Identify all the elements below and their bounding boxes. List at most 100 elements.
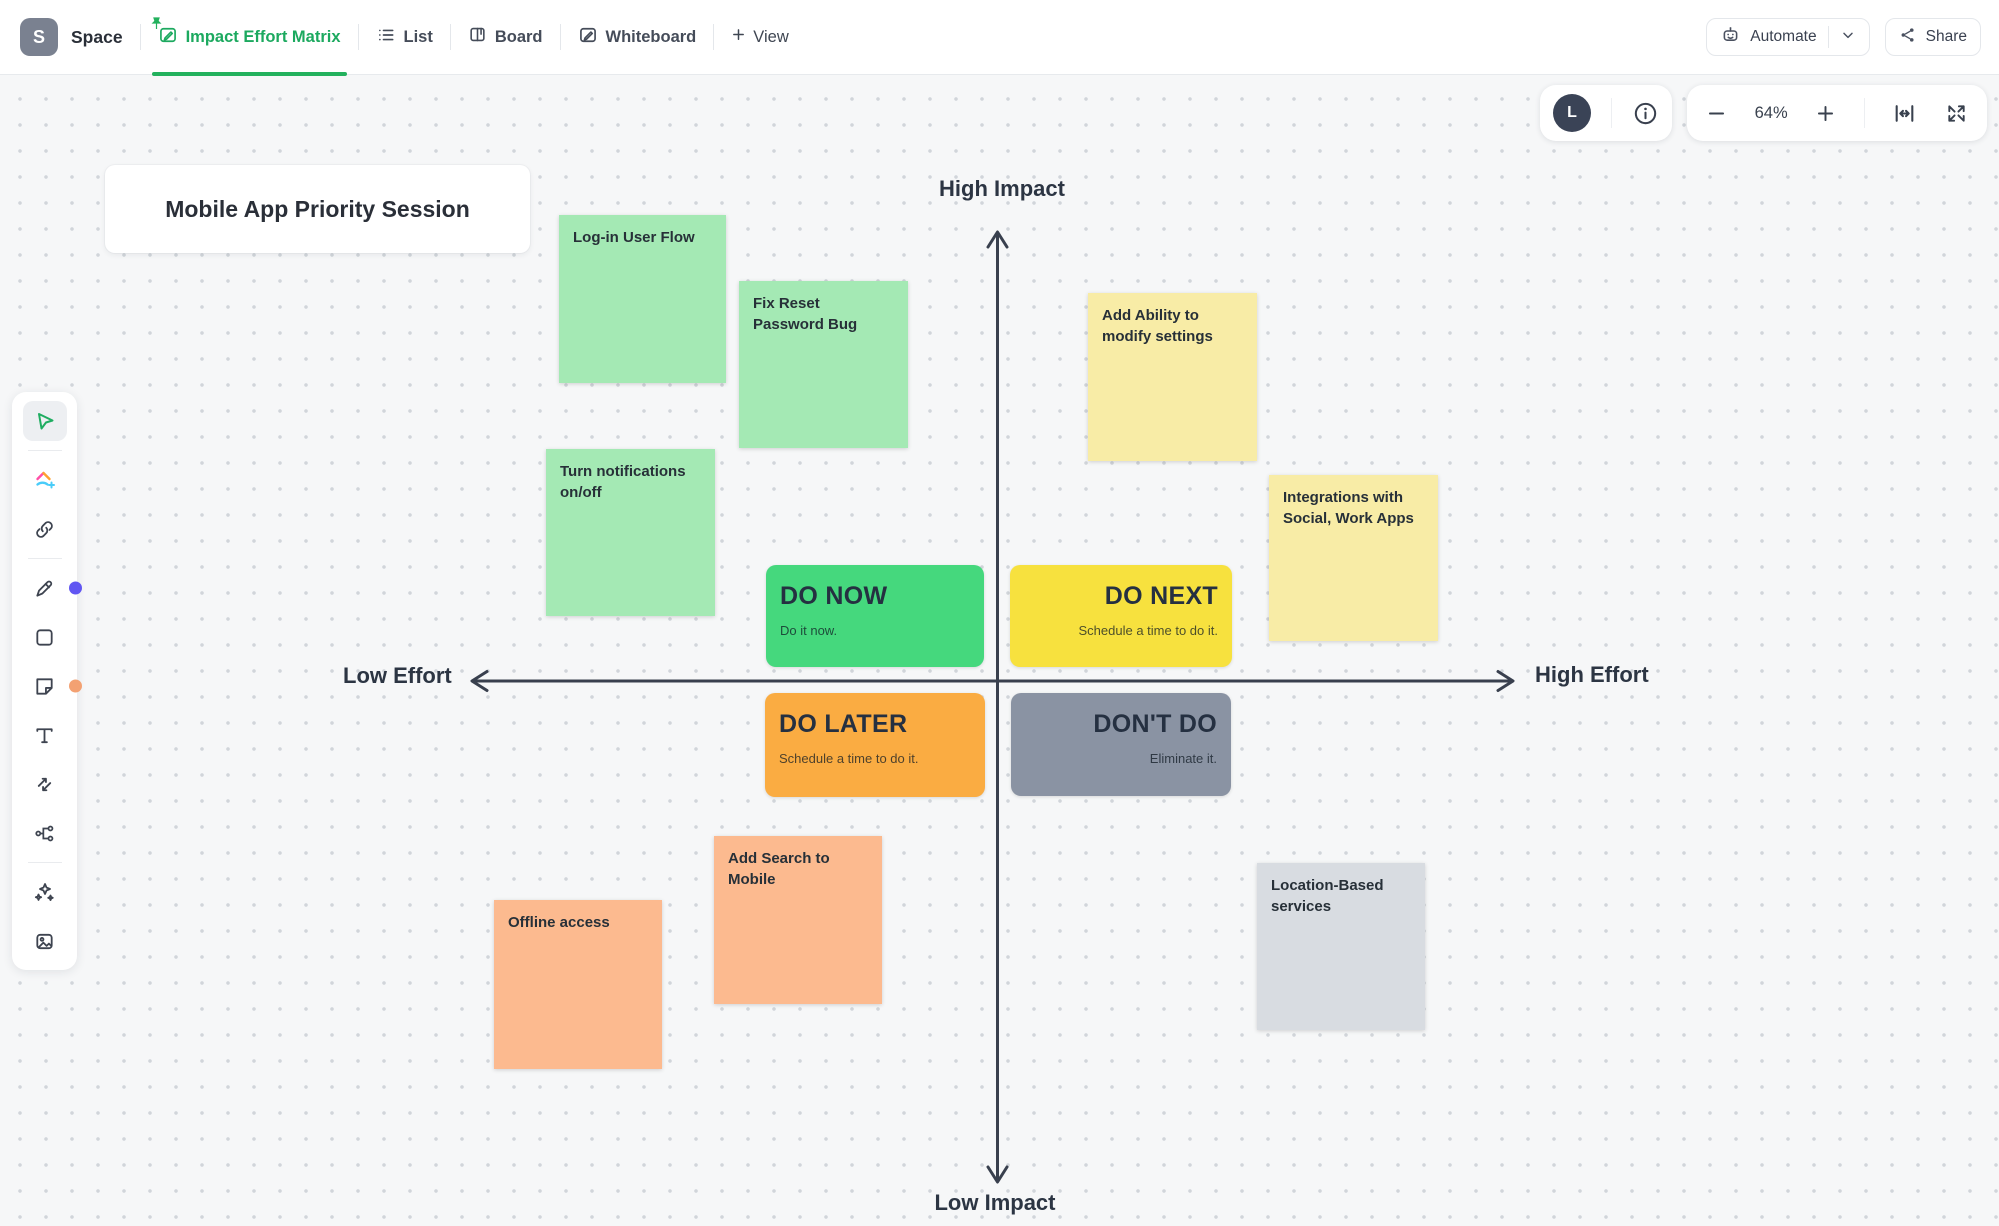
divider (559, 24, 561, 50)
workspace-avatar[interactable]: S (20, 18, 58, 56)
sticky-note-text: Location-Based services (1271, 877, 1384, 915)
sticky-note-add-search-to-mobile[interactable]: Add Search to Mobile (714, 836, 882, 1004)
link-tool[interactable] (23, 509, 67, 549)
sticky-note-text: Add Ability to modify settings (1102, 307, 1213, 345)
axis-label-high-impact[interactable]: High Impact (939, 176, 1065, 201)
zoom-out-button[interactable] (1706, 103, 1727, 124)
ai-tool[interactable] (23, 872, 67, 912)
sticky-note-text: Offline access (508, 914, 610, 931)
top-bar: S Space Impact Effort Matrix List (0, 0, 1999, 76)
share-icon (1899, 26, 1917, 49)
automate-button[interactable]: Automate (1706, 18, 1870, 56)
sticky-note-offline-access[interactable]: Offline access (494, 900, 662, 1069)
sticky-note-text: Add Search to Mobile (728, 850, 830, 888)
sticky-color-badge (68, 679, 82, 693)
divider (1863, 98, 1865, 128)
board-icon (468, 25, 487, 49)
divider (27, 558, 62, 559)
sticky-note-fix-reset-password-bug[interactable]: Fix Reset Password Bug (739, 281, 908, 448)
divider (27, 450, 62, 451)
header-actions: Automate Share (1706, 18, 1981, 56)
sticky-note-text: Log-in User Flow (573, 229, 695, 246)
sticky-note-log-in-user-flow[interactable]: Log-in User Flow (559, 215, 726, 383)
whiteboard-icon (158, 25, 178, 50)
board-title-card[interactable]: Mobile App Priority Session (105, 165, 530, 253)
sticky-note-turn-notifications-on-off[interactable]: Turn notifications on/off (546, 449, 715, 616)
quadrant-do-later[interactable]: DO LATER Schedule a time to do it. (765, 693, 985, 797)
quadrant-do-next[interactable]: DO NEXT Schedule a time to do it. (1010, 565, 1232, 667)
shape-tool[interactable] (23, 617, 67, 657)
axis-label-low-impact[interactable]: Low Impact (934, 1190, 1056, 1215)
quadrant-subtitle: Do it now. (780, 623, 838, 638)
divider (713, 24, 715, 50)
divider (449, 24, 451, 50)
add-view-label: View (753, 27, 789, 46)
mind-map-tool[interactable] (23, 813, 67, 853)
avatar[interactable]: L (1553, 94, 1591, 132)
whiteboard-canvas[interactable]: High Impact Low Impact Low Effort High E… (0, 75, 1999, 1226)
add-view-button[interactable]: View (731, 0, 789, 75)
workspace-initial: S (32, 26, 45, 47)
connector-tool[interactable] (23, 764, 67, 804)
clickup-cards-tool[interactable] (23, 460, 67, 500)
select-tool[interactable] (22, 401, 67, 441)
share-button[interactable]: Share (1884, 18, 1981, 56)
quadrant-title: DO LATER (779, 710, 908, 738)
tab-label: Impact Effort Matrix (185, 27, 341, 46)
quadrant-title: DON'T DO (1093, 710, 1217, 738)
quadrant-don-t-do[interactable]: DON'T DO Eliminate it. (1011, 693, 1231, 796)
quadrant-subtitle: Eliminate it. (1149, 751, 1217, 766)
whiteboard-icon (578, 25, 598, 50)
quadrant-subtitle: Schedule a time to do it. (1078, 623, 1218, 638)
fullscreen-button[interactable] (1945, 102, 1968, 125)
zoom-level[interactable]: 64% (1754, 103, 1788, 122)
fit-to-width-button[interactable] (1892, 101, 1917, 126)
whiteboard-toolbar (12, 392, 82, 970)
sticky-note-text: Turn notifications on/off (560, 463, 686, 501)
divider (139, 24, 141, 50)
zoom-in-button[interactable] (1815, 103, 1836, 124)
sticky-note-text: Integrations with Social, Work Apps (1283, 489, 1414, 527)
view-tabs: Impact Effort Matrix List Board (151, 0, 789, 76)
quadrant-do-now[interactable]: DO NOW Do it now. (766, 565, 984, 667)
tab-impact-effort-matrix[interactable]: Impact Effort Matrix (151, 0, 347, 76)
board-title-text: Mobile App Priority Session (165, 195, 470, 222)
axis-label-high-effort[interactable]: High Effort (1535, 662, 1649, 687)
robot-icon (1720, 24, 1741, 50)
plus-icon (731, 27, 746, 47)
divider (1611, 98, 1612, 128)
quadrant-title: DO NOW (780, 582, 888, 610)
divider (357, 24, 359, 50)
avatar-initial: L (1567, 104, 1577, 121)
sticky-note-location-based-services[interactable]: Location-Based services (1257, 863, 1425, 1030)
automate-label: Automate (1750, 28, 1817, 45)
tab-list[interactable]: List (376, 0, 433, 75)
presence-panel: L (1540, 85, 1672, 141)
chevron-down-icon[interactable] (1840, 27, 1856, 48)
text-tool[interactable] (23, 715, 67, 755)
divider (1827, 26, 1829, 48)
tab-label: List (403, 27, 433, 46)
marker-tool[interactable] (23, 568, 82, 608)
sticky-note-text: Fix Reset Password Bug (753, 295, 858, 333)
sticky-note-integrations-with-social-work-[interactable]: Integrations with Social, Work Apps (1269, 475, 1438, 641)
info-button[interactable] (1632, 100, 1659, 127)
tab-board[interactable]: Board (468, 0, 543, 75)
active-tab-underline (151, 71, 347, 76)
tab-whiteboard[interactable]: Whiteboard (578, 0, 697, 75)
quadrant-title: DO NEXT (1104, 582, 1218, 610)
divider (27, 862, 62, 863)
quadrant-subtitle: Schedule a time to do it. (779, 751, 919, 766)
image-tool[interactable] (23, 921, 67, 961)
tab-label: Whiteboard (605, 27, 697, 46)
zoom-controls-panel: 64% (1687, 85, 1987, 141)
axis-label-low-effort[interactable]: Low Effort (343, 663, 452, 688)
workspace-name[interactable]: Space (71, 26, 123, 47)
tab-label: Board (494, 27, 543, 46)
list-icon (376, 25, 396, 50)
sticky-note-tool[interactable] (23, 666, 82, 706)
marker-color-badge (68, 581, 82, 595)
share-label: Share (1925, 28, 1967, 45)
sticky-note-add-ability-to-modify-settings[interactable]: Add Ability to modify settings (1088, 293, 1257, 461)
